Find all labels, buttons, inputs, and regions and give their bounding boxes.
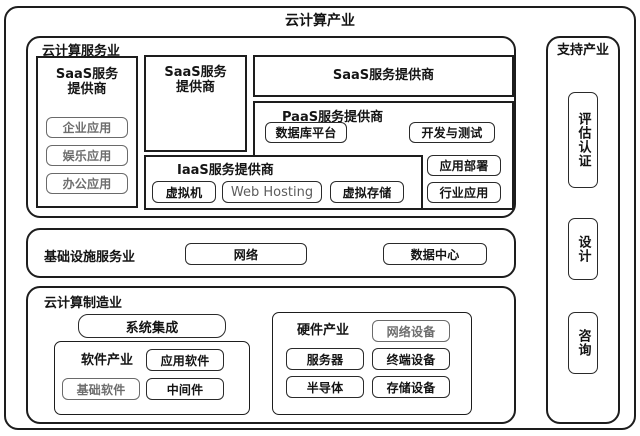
saas-provider-middle-title: SaaS服务 提供商 bbox=[164, 64, 227, 95]
hardware-industry-title: 硬件产业 bbox=[296, 323, 349, 339]
hardware-item-network-equipment[interactable]: 网络设备 bbox=[372, 320, 450, 342]
saas-item-entertainment-app[interactable]: 娱乐应用 bbox=[46, 145, 128, 166]
infrastructure-title: 基础设施服务业 bbox=[44, 250, 136, 265]
support-item-assessment-certification[interactable]: 评估认证 bbox=[568, 92, 598, 188]
software-industry-title: 软件产业 bbox=[80, 353, 133, 369]
infrastructure-item-data-center[interactable]: 数据中心 bbox=[383, 243, 487, 265]
paas-item-dev-and-test[interactable]: 开发与测试 bbox=[409, 122, 495, 143]
saas-provider-middle-box bbox=[144, 55, 247, 152]
paas-item-industry-app[interactable]: 行业应用 bbox=[427, 182, 501, 203]
hardware-item-semiconductor[interactable]: 半导体 bbox=[286, 376, 364, 398]
paas-item-database-platform[interactable]: 数据库平台 bbox=[265, 122, 347, 143]
support-item-design[interactable]: 设计 bbox=[568, 218, 598, 280]
saas-provider-wide-title: SaaS服务提供商 bbox=[332, 68, 435, 84]
iaas-item-web-hosting[interactable]: Web Hosting bbox=[222, 181, 322, 203]
support-item-consulting[interactable]: 咨询 bbox=[568, 312, 598, 374]
saas-provider-wide-box bbox=[253, 55, 514, 97]
iaas-item-virtual-storage[interactable]: 虚拟存储 bbox=[330, 181, 404, 203]
infrastructure-item-network[interactable]: 网络 bbox=[185, 243, 307, 265]
saas-provider-left-title: SaaS服务 提供商 bbox=[55, 66, 119, 97]
manufacturing-item-system-integration[interactable]: 系统集成 bbox=[78, 314, 226, 338]
iaas-item-virtual-machine[interactable]: 虚拟机 bbox=[152, 181, 216, 203]
cloud-services-title: 云计算服务业 bbox=[42, 44, 121, 59]
hardware-item-server[interactable]: 服务器 bbox=[286, 348, 364, 370]
software-item-application-software[interactable]: 应用软件 bbox=[146, 349, 224, 371]
manufacturing-title: 云计算制造业 bbox=[44, 296, 123, 311]
software-item-middleware[interactable]: 中间件 bbox=[146, 378, 224, 400]
hardware-item-terminal-equipment[interactable]: 终端设备 bbox=[372, 348, 450, 370]
paas-provider-title: PaaS服务提供商 bbox=[282, 110, 384, 125]
support-industry-title: 支持产业 bbox=[556, 43, 609, 59]
software-item-basic-software[interactable]: 基础软件 bbox=[62, 378, 140, 400]
saas-item-office-app[interactable]: 办公应用 bbox=[46, 173, 128, 194]
iaas-provider-title: IaaS服务提供商 bbox=[177, 163, 274, 178]
hardware-item-storage-equipment[interactable]: 存储设备 bbox=[372, 376, 450, 398]
saas-item-enterprise-app[interactable]: 企业应用 bbox=[46, 117, 128, 138]
paas-item-app-deployment[interactable]: 应用部署 bbox=[427, 155, 501, 176]
page-title: 云计算产业 bbox=[285, 12, 355, 29]
